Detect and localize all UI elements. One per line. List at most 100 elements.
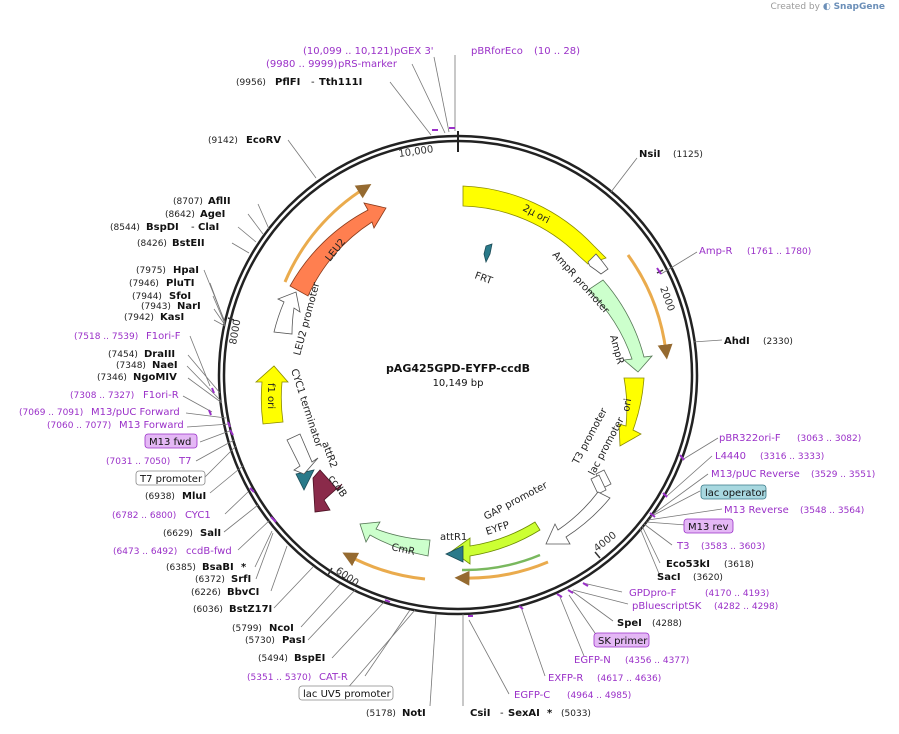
enzyme-saci[interactable]: SacI bbox=[657, 572, 681, 583]
feature-label-attr1: attR1 bbox=[440, 532, 467, 543]
num-bsteii: (8426) bbox=[137, 239, 167, 249]
primer-ccdb-fwd[interactable]: ccdB-fwd bbox=[186, 546, 232, 557]
snapgene-logo-icon: ◐ bbox=[822, 2, 831, 12]
feature-ampr-promoter[interactable] bbox=[587, 253, 609, 275]
primer-egfp-c[interactable]: EGFP-C bbox=[514, 690, 550, 701]
primer-t3[interactable]: T3 bbox=[676, 541, 689, 552]
primer-cyc1[interactable]: CYC1 bbox=[185, 510, 211, 521]
enzyme-sfoi[interactable]: SfoI bbox=[169, 291, 191, 302]
enzyme-tth111i[interactable]: Tth111I bbox=[319, 77, 362, 88]
primer-m13puc-reverse-num: (3529 .. 3551) bbox=[811, 470, 875, 480]
enzyme-bstz17i[interactable]: BstZ17I bbox=[229, 604, 272, 615]
enzyme-naei[interactable]: NaeI bbox=[152, 360, 178, 371]
promoter-box-lac-uv5[interactable] bbox=[298, 685, 394, 701]
feature-cmr[interactable] bbox=[359, 521, 431, 557]
enzyme-clai[interactable]: ClaI bbox=[198, 222, 219, 233]
primer-t7[interactable]: T7 bbox=[178, 456, 191, 467]
orf-arc-eyfp-2 bbox=[461, 553, 541, 572]
primer-m13puc-reverse[interactable]: M13/pUC Reverse bbox=[711, 469, 800, 480]
primer-gpdpro-f-num: (4170 .. 4193) bbox=[705, 589, 769, 599]
primer-pbluescriptsk[interactable]: pBluescriptSK bbox=[632, 601, 702, 612]
num-agei: (8642) bbox=[165, 210, 195, 220]
enzyme-eco53ki[interactable]: Eco53kI bbox=[666, 559, 710, 570]
feature-gap-promoter[interactable] bbox=[545, 491, 611, 545]
primer-m13puc-forward[interactable]: M13/pUC Forward bbox=[91, 407, 180, 418]
watermark-prefix: Created by bbox=[770, 2, 820, 12]
primer-box-m13-rev[interactable] bbox=[683, 518, 734, 534]
feature-frt[interactable] bbox=[483, 243, 493, 264]
enzyme-aflii[interactable]: AflII bbox=[208, 196, 231, 207]
enzyme-ecorv[interactable]: EcoRV bbox=[246, 135, 281, 146]
orf-arc-cmr bbox=[342, 552, 426, 581]
enzyme-bbvci[interactable]: BbvCI bbox=[227, 587, 259, 598]
enzyme-sexai[interactable]: SexAI bbox=[508, 708, 540, 719]
enzyme-pasi[interactable]: PasI bbox=[282, 635, 305, 646]
num-sfoi: (7944) bbox=[132, 292, 162, 302]
feature-leu2-promoter[interactable] bbox=[273, 291, 301, 335]
enzyme-pflfi[interactable]: PflFI bbox=[275, 77, 300, 88]
promoter-box-t7[interactable] bbox=[135, 470, 206, 486]
enzyme-pluti[interactable]: PluTI bbox=[166, 278, 194, 289]
primer-gpdpro-f[interactable]: GPDpro-F bbox=[629, 588, 677, 599]
feature-cyc1-terminator[interactable] bbox=[286, 433, 319, 475]
primer-box-sk[interactable] bbox=[593, 632, 650, 648]
primer-exfp-r[interactable]: EXFP-R bbox=[548, 673, 583, 684]
feature-label-ampr: AmpR bbox=[607, 334, 625, 366]
primer-cat-r[interactable]: CAT-R bbox=[319, 672, 348, 683]
feature-lac-promoter[interactable] bbox=[590, 474, 607, 495]
feature-eyfp[interactable] bbox=[451, 521, 541, 565]
enzyme-bsabi[interactable]: BsaBI bbox=[202, 562, 234, 573]
feature-attr1[interactable] bbox=[445, 545, 464, 563]
primer-m13-forward[interactable]: M13 Forward bbox=[119, 420, 184, 431]
num-spei: (4288) bbox=[652, 619, 682, 629]
enzyme-bsteii[interactable]: BstEII bbox=[172, 238, 205, 249]
label-pbrforeco[interactable]: pBRforEco bbox=[471, 46, 523, 57]
primer-f1ori-r[interactable]: F1ori-R bbox=[143, 390, 179, 401]
enzyme-nsii[interactable]: NsiI bbox=[639, 149, 660, 160]
feature-ccdb[interactable] bbox=[312, 469, 343, 513]
primer-m13-forward-num: (7060 .. 7077) bbox=[47, 421, 111, 431]
feature-label-f1-ori: f1 ori bbox=[265, 383, 276, 409]
enzyme-ncoi[interactable]: NcoI bbox=[269, 623, 294, 634]
enzyme-ngomiv[interactable]: NgoMIV bbox=[133, 372, 177, 383]
primer-amp-r[interactable]: Amp-R bbox=[699, 246, 733, 257]
enzyme-nari[interactable]: NarI bbox=[177, 301, 201, 312]
primer-f1ori-f[interactable]: F1ori-F bbox=[146, 331, 181, 342]
feature-box-lac-operator[interactable] bbox=[700, 484, 767, 500]
enzyme-ahdi[interactable]: AhdI bbox=[724, 336, 750, 347]
enzyme-bspdi[interactable]: BspDI bbox=[146, 222, 179, 233]
feature-leu2[interactable] bbox=[289, 202, 387, 297]
primer-m13-reverse[interactable]: M13 Reverse bbox=[724, 505, 789, 516]
primer-egfp-n[interactable]: EGFP-N bbox=[574, 655, 611, 666]
num-hpai: (7975) bbox=[136, 266, 166, 276]
enzyme-mlui[interactable]: MluI bbox=[182, 491, 206, 502]
num-bspdi: (8544) bbox=[110, 223, 140, 233]
primer-t7-num: (7031 .. 7050) bbox=[106, 457, 170, 467]
enzyme-draiii[interactable]: DraIII bbox=[144, 349, 175, 360]
enzyme-noti[interactable]: NotI bbox=[402, 708, 426, 719]
enzyme-hpai[interactable]: HpaI bbox=[173, 265, 199, 276]
feature-ampr[interactable] bbox=[587, 279, 653, 373]
label-pgex3[interactable]: pGEX 3' bbox=[394, 46, 434, 57]
label-prs-marker[interactable]: pRS-marker bbox=[338, 59, 398, 70]
primer-l4440[interactable]: L4440 bbox=[715, 451, 746, 462]
num-nari: (7943) bbox=[141, 302, 171, 312]
num-ngomiv: (7346) bbox=[97, 373, 127, 383]
primer-box-m13-fwd[interactable] bbox=[144, 433, 198, 449]
ruler-tick-8000 bbox=[227, 317, 235, 321]
enzyme-spei[interactable]: SpeI bbox=[617, 618, 642, 629]
num-ecorv: (9142) bbox=[208, 136, 238, 146]
feature-ori[interactable] bbox=[618, 377, 645, 447]
enzyme-bspei[interactable]: BspEI bbox=[294, 653, 325, 664]
feature-f1-ori[interactable] bbox=[254, 365, 289, 425]
enzyme-agei[interactable]: AgeI bbox=[200, 209, 225, 220]
primer-pbr322ori-f[interactable]: pBR322ori-F bbox=[719, 433, 781, 444]
enzyme-srfi[interactable]: SrfI bbox=[231, 574, 251, 585]
enzyme-csii[interactable]: CsiI bbox=[470, 708, 490, 719]
snapgene-watermark: Created by ◐ SnapGene bbox=[770, 2, 885, 12]
enzyme-sali[interactable]: SalI bbox=[200, 528, 221, 539]
enzyme-kasi[interactable]: KasI bbox=[160, 312, 184, 323]
feature-lac-operator: lac operator bbox=[705, 488, 766, 499]
primer-egfp-n-num: (4356 .. 4377) bbox=[625, 656, 689, 666]
